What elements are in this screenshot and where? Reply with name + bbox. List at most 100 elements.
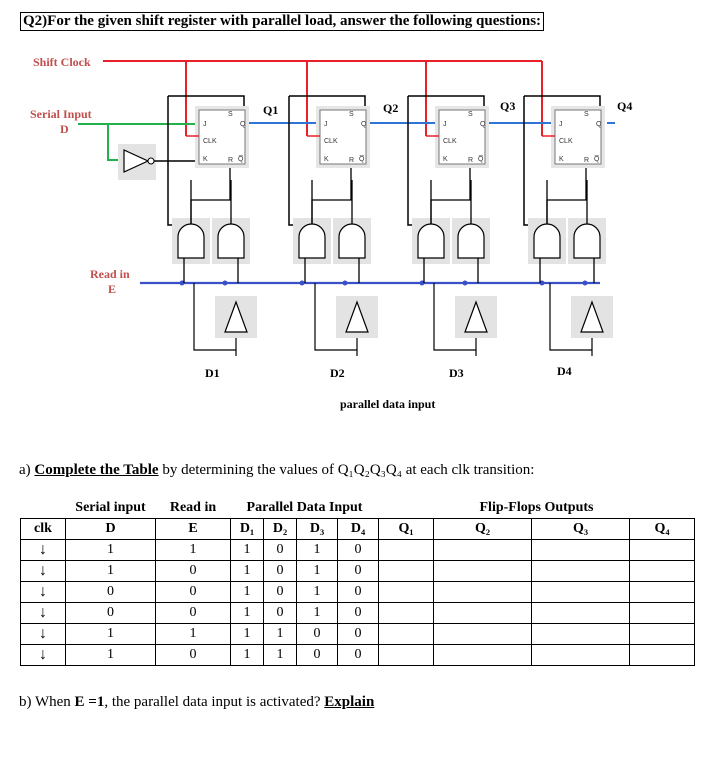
part-b-bold: E =1 (74, 694, 105, 710)
output-cell-empty[interactable] (433, 539, 532, 561)
table-cell: 1 (230, 581, 264, 603)
table-cell: 0 (296, 644, 338, 666)
table-cell: 0 (263, 602, 297, 624)
ff-pin-label: Q̅ (238, 155, 244, 163)
group-header-parallel: Parallel Data Input (230, 498, 379, 519)
not-gate (580, 300, 604, 333)
table-cell: 1 (65, 644, 156, 666)
output-cell-empty[interactable] (629, 539, 695, 561)
col-header: Q₄ (629, 518, 695, 540)
and-gate (338, 223, 366, 259)
output-cell-empty[interactable] (378, 560, 434, 582)
ff-pin-label: J (324, 121, 328, 128)
col-header: Q₁ (378, 518, 434, 540)
output-cell-empty[interactable] (433, 644, 532, 666)
output-cell-empty[interactable] (629, 602, 695, 624)
ff-pin-label: K (443, 156, 448, 163)
output-cell-empty[interactable] (433, 560, 532, 582)
table-cell: 0 (155, 581, 231, 603)
ff-pin-label: K (203, 156, 208, 163)
table-cell: 1 (155, 539, 231, 561)
col-header: E (155, 518, 231, 540)
q4-label: Q4 (617, 99, 632, 113)
output-cell-empty[interactable] (378, 539, 434, 561)
table-cell: 0 (337, 602, 379, 624)
table-cell: 1 (296, 581, 338, 603)
and-gate (457, 223, 485, 259)
not-gate (464, 300, 488, 333)
table-cell: 1 (230, 602, 264, 624)
ff-pin-label: S (349, 111, 354, 118)
output-cell-empty[interactable] (629, 560, 695, 582)
table-cell: 0 (337, 560, 379, 582)
col-header: Q₂ (433, 518, 532, 540)
col-header: D₁ (230, 518, 264, 540)
output-cell-empty[interactable] (629, 644, 695, 666)
table-cell: 1 (65, 539, 156, 561)
shift-clock-label: Shift Clock (33, 55, 91, 69)
part-a-prefix: a) (19, 462, 35, 478)
output-cell-empty[interactable] (531, 602, 630, 624)
output-cell-empty[interactable] (378, 602, 434, 624)
ff-pin-label: Q̅ (478, 155, 484, 163)
ff-pin-label: J (443, 121, 447, 128)
output-cell-empty[interactable] (433, 623, 532, 645)
ff-pin-label: K (559, 156, 564, 163)
output-cell-empty[interactable] (531, 539, 630, 561)
output-cell-empty[interactable] (378, 623, 434, 645)
clk-falling-edge-icon: ↓ (20, 602, 66, 624)
output-cell-empty[interactable] (433, 581, 532, 603)
output-cell-empty[interactable] (378, 644, 434, 666)
not-gate (224, 300, 248, 333)
ff-pin-label: R (349, 157, 354, 164)
clk-falling-edge-icon: ↓ (20, 581, 66, 603)
output-cell-empty[interactable] (531, 644, 630, 666)
ff-pin-label: R (468, 157, 473, 164)
ff-pin-label: Q (596, 121, 602, 128)
clk-falling-edge-icon: ↓ (20, 560, 66, 582)
output-cell-empty[interactable] (531, 623, 630, 645)
d2-label: D2 (330, 366, 345, 380)
ff-pin-label: CLK (203, 138, 217, 145)
group-header-serial: Serial input (65, 498, 156, 519)
table-cell: 0 (296, 623, 338, 645)
ff-pin-label: CLK (559, 138, 573, 145)
output-cell-empty[interactable] (531, 581, 630, 603)
table-cell: 1 (155, 623, 231, 645)
table-cell: 1 (230, 623, 264, 645)
q2-label: Q2 (383, 101, 398, 115)
group-header-readin: Read in (155, 498, 231, 519)
output-cell-empty[interactable] (378, 581, 434, 603)
part-a-emphasis: Complete the Table (34, 462, 159, 478)
table-cell: 1 (230, 644, 264, 666)
col-header: D (65, 518, 156, 540)
and-gate (298, 223, 326, 259)
table-cell: 0 (65, 602, 156, 624)
output-cell-empty[interactable] (629, 581, 695, 603)
table-group-header-row: Serial input Read in Parallel Data Input… (20, 498, 695, 519)
col-header: D₄ (337, 518, 379, 540)
ff-pin-label: R (228, 157, 233, 164)
clk-falling-edge-icon: ↓ (20, 623, 66, 645)
ff-pin-label: S (468, 111, 473, 118)
table-cell: 1 (296, 560, 338, 582)
group-header-outputs: Flip-Flops Outputs (378, 498, 695, 519)
read-in-label: Read in (90, 267, 130, 281)
parallel-caption: parallel data input (340, 397, 435, 411)
output-cell-empty[interactable] (531, 560, 630, 582)
ff-pin-label: Q̅ (594, 155, 600, 163)
part-a-rest: by determining the values of Q₁Q₂Q₃Q₄ at… (158, 462, 535, 478)
ff-pin-label: S (584, 111, 589, 118)
part-b-explain: Explain (324, 694, 375, 710)
table-cell: 1 (230, 539, 264, 561)
table-cell: 0 (155, 560, 231, 582)
output-cell-empty[interactable] (629, 623, 695, 645)
and-gate (177, 223, 205, 259)
table-cell: 0 (337, 539, 379, 561)
output-cell-empty[interactable] (433, 602, 532, 624)
table-cell: 1 (65, 623, 156, 645)
table-cell: 0 (155, 644, 231, 666)
